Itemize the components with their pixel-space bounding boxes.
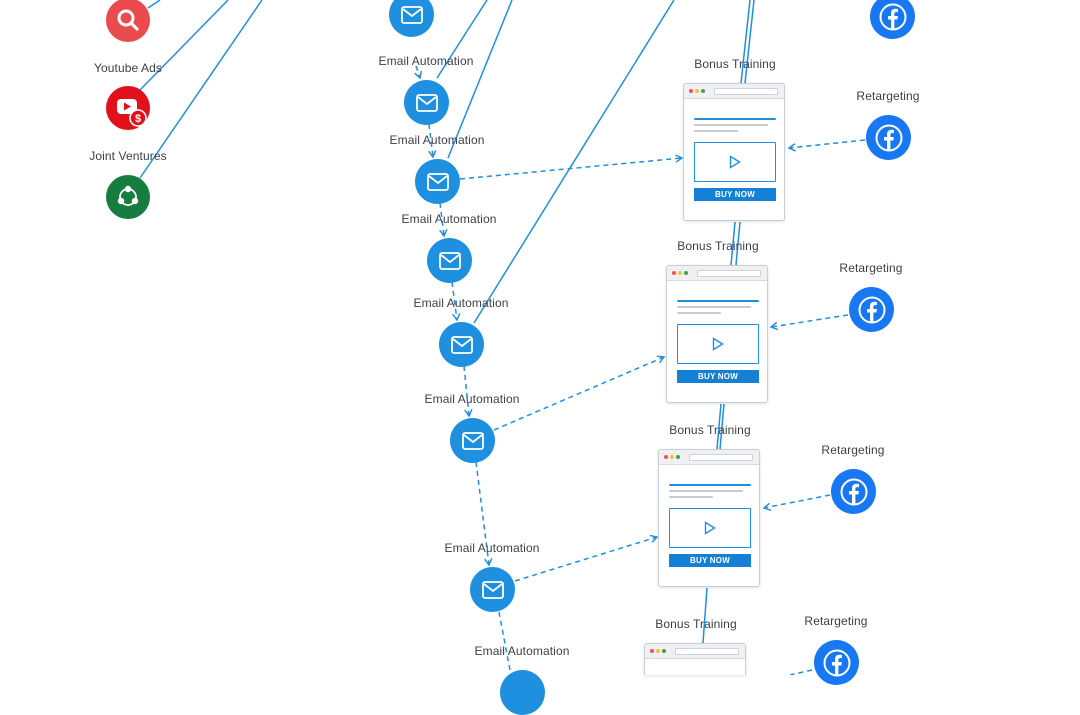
youtube-ads-node[interactable]: $ — [106, 86, 150, 130]
play-icon — [712, 337, 724, 351]
retargeting-label-5: Retargeting — [804, 614, 868, 628]
email-label-2: Email Automation — [389, 133, 485, 147]
email-label-3: Email Automation — [401, 212, 497, 226]
mail-icon — [426, 172, 449, 191]
bonus-training-page-3[interactable]: BUY NOW — [658, 449, 760, 587]
email-label-5: Email Automation — [424, 392, 520, 406]
email-node-3[interactable] — [415, 159, 460, 204]
facebook-retargeting-node-1[interactable] — [870, 0, 915, 39]
facebook-retargeting-node-3[interactable] — [849, 287, 894, 332]
page-label-4: Bonus Training — [655, 617, 737, 631]
email-node-1[interactable] — [389, 0, 434, 37]
email-label-7: Email Automation — [474, 644, 570, 658]
page-label-2: Bonus Training — [677, 239, 759, 253]
facebook-icon — [840, 478, 867, 505]
retargeting-label-4: Retargeting — [821, 443, 885, 457]
play-icon — [729, 155, 741, 169]
source-label-youtube: Youtube Ads — [93, 61, 163, 75]
facebook-retargeting-node-2[interactable] — [866, 115, 911, 160]
bonus-training-page-2[interactable]: BUY NOW — [666, 265, 768, 403]
retargeting-label-2: Retargeting — [856, 89, 920, 103]
mail-icon — [400, 5, 423, 24]
facebook-icon — [879, 3, 906, 30]
email-node-4[interactable] — [427, 238, 472, 283]
share-network-icon — [117, 185, 139, 206]
buy-now-button[interactable]: BUY NOW — [669, 554, 751, 567]
facebook-icon — [858, 296, 885, 323]
email-node-6[interactable] — [450, 418, 495, 463]
facebook-retargeting-node-4[interactable] — [831, 469, 876, 514]
mail-icon — [461, 431, 484, 450]
page-label-3: Bonus Training — [669, 423, 751, 437]
page-label-1: Bonus Training — [694, 57, 776, 71]
play-icon — [704, 521, 716, 535]
mail-icon — [415, 93, 438, 112]
joint-ventures-node[interactable] — [106, 175, 150, 219]
email-label-1: Email Automation — [378, 54, 474, 68]
search-traffic-node[interactable] — [106, 0, 150, 42]
bonus-training-page-1[interactable]: BUY NOW — [683, 83, 785, 221]
mail-icon — [450, 335, 473, 354]
email-label-4: Email Automation — [413, 296, 509, 310]
email-node-8[interactable] — [500, 670, 545, 715]
retargeting-label-3: Retargeting — [839, 261, 903, 275]
buy-now-button[interactable]: BUY NOW — [677, 370, 759, 383]
bonus-training-page-4[interactable] — [644, 643, 746, 675]
facebook-icon — [823, 649, 850, 676]
youtube-dollar-icon: $ — [117, 99, 147, 127]
funnel-connectors — [139, 0, 866, 675]
email-node-5[interactable] — [439, 322, 484, 367]
search-icon — [117, 9, 139, 31]
facebook-icon — [875, 124, 902, 151]
email-node-2[interactable] — [404, 80, 449, 125]
mail-icon — [438, 251, 461, 270]
email-label-6: Email Automation — [444, 541, 540, 555]
facebook-retargeting-node-5[interactable] — [814, 640, 859, 685]
email-node-7[interactable] — [470, 567, 515, 612]
mail-icon — [481, 580, 504, 599]
source-label-joint-ventures: Joint Ventures — [89, 149, 167, 163]
svg-text:$: $ — [135, 113, 141, 125]
buy-now-button[interactable]: BUY NOW — [694, 188, 776, 201]
